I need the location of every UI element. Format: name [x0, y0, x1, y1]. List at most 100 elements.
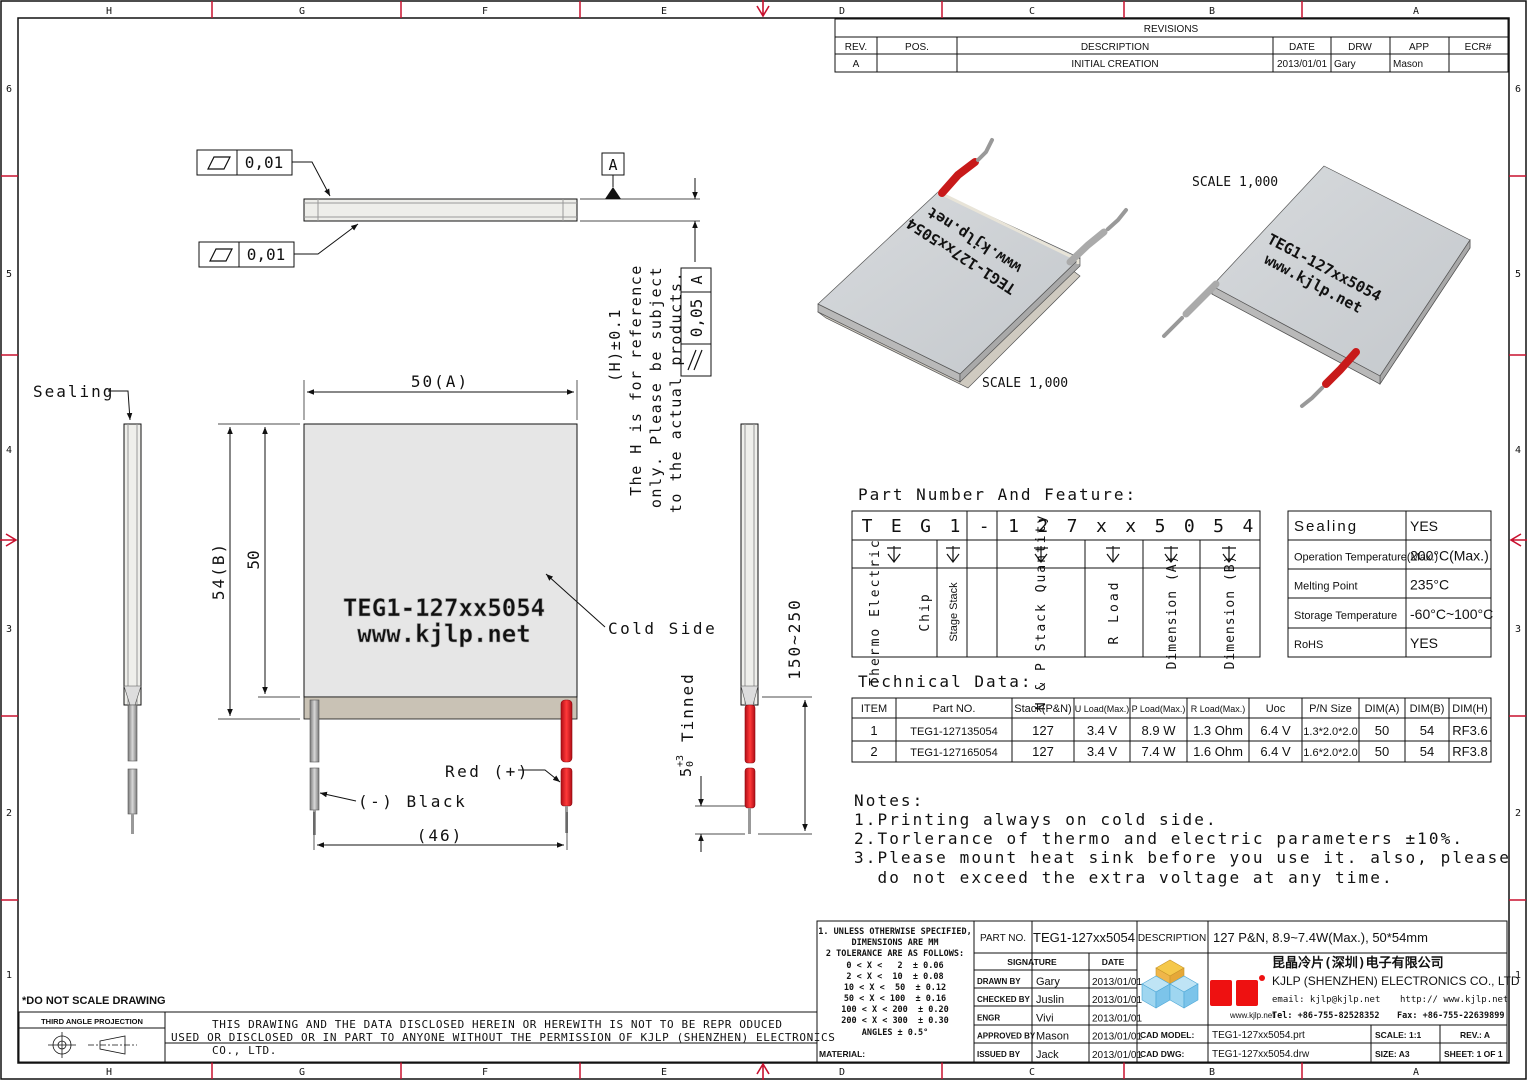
- side-view-top: 0,01 0,01 A 0,05 A: [196, 149, 712, 513]
- border-col-top: G: [299, 6, 305, 17]
- revisions-cell: INITIAL CREATION: [1071, 59, 1158, 70]
- revisions-header: DRW: [1348, 42, 1372, 53]
- dim-tinned-c: 0: [685, 761, 696, 767]
- svg-text:200 < X < 300 ± 0.30: 200 < X < 300 ± 0.30: [841, 1016, 948, 1026]
- border-col-top: C: [1029, 6, 1035, 17]
- border-col-top: E: [661, 6, 667, 17]
- revisions-header: APP: [1409, 42, 1429, 53]
- sign-name: Gary: [1036, 976, 1060, 988]
- border-col-bottom: H: [106, 1067, 112, 1078]
- border-col-bottom: E: [661, 1067, 667, 1078]
- part-number-title: Part Number And Feature:: [858, 485, 1137, 504]
- technical-cell: RF3.6: [1452, 723, 1487, 738]
- revisions-header: ECR#: [1465, 42, 1492, 53]
- company-cn: 昆晶冷片(深圳)电子有限公司: [1272, 955, 1444, 971]
- part-number-char: 5: [1155, 516, 1166, 537]
- sign-date: 2013/01/01: [1092, 1050, 1142, 1061]
- part-number-char: E: [891, 516, 902, 537]
- date-header: DATE: [1102, 957, 1125, 967]
- svg-text:Dimension (B): Dimension (B): [1223, 555, 1238, 670]
- scale-label: SCALE: 1:1: [1375, 1030, 1422, 1040]
- border-col-bottom: F: [482, 1067, 488, 1078]
- technical-cell: 54: [1420, 723, 1434, 738]
- part-number-char: 1: [949, 516, 960, 537]
- part-number-char: -: [979, 516, 990, 537]
- feature-name: RoHS: [1294, 639, 1323, 651]
- company-email: email: kjlp@kjlp.net: [1272, 995, 1380, 1005]
- revisions-title: REVISIONS: [1144, 24, 1199, 35]
- flatness-frame-bottom: 0,01: [198, 223, 359, 268]
- parallel-tol: 0,05: [687, 299, 706, 338]
- border-col-top: F: [482, 6, 488, 17]
- part-number-char: 7: [1067, 516, 1078, 537]
- border-row-right: 1: [1515, 970, 1521, 981]
- feature-name: Storage Temperature: [1294, 610, 1397, 622]
- technical-cell: 2: [870, 744, 877, 759]
- svg-text:DIMENSIONS ARE MM: DIMENSIONS ARE MM: [852, 938, 939, 948]
- border-col-bottom: C: [1029, 1067, 1035, 1078]
- note-1: 1.Printing always on cold side.: [854, 810, 1218, 829]
- svg-text:Stage Stack: Stage Stack: [948, 582, 960, 642]
- parallel-ref: A: [688, 275, 706, 284]
- technical-cell: 50: [1375, 723, 1389, 738]
- dim-height: 54(B): [209, 542, 228, 600]
- svg-text:10 < X < 50 ± 0.12: 10 < X < 50 ± 0.12: [844, 983, 946, 993]
- side-view-left: Sealing: [33, 382, 142, 834]
- technical-cell: 6.4 V: [1260, 744, 1291, 759]
- third-angle-projection-icon: [48, 1032, 137, 1058]
- technical-header: Stack(P&N): [1014, 703, 1071, 715]
- border-row-left: 4: [6, 445, 12, 456]
- company-fax: Fax: +86-755-22639899: [1397, 1011, 1504, 1021]
- revisions-cell: Mason: [1393, 59, 1423, 70]
- technical-cell: 1: [870, 723, 877, 738]
- projection-label: THIRD ANGLE PROJECTION: [41, 1017, 143, 1026]
- feature-value: YES: [1410, 635, 1438, 651]
- border-row-left: 1: [6, 970, 12, 981]
- technical-cell: 3.4 V: [1087, 723, 1118, 738]
- border-row-left: 2: [6, 808, 12, 819]
- revisions-header: POS.: [905, 42, 929, 53]
- flatness-value-bottom: 0,01: [247, 245, 286, 264]
- sign-role: ISSUED BY: [977, 1050, 1021, 1059]
- border-col-top: D: [839, 6, 845, 17]
- revisions-header: DESCRIPTION: [1081, 42, 1149, 53]
- dim-tinned-b: +3: [675, 755, 686, 767]
- datum-a-label: A: [608, 156, 617, 174]
- svg-text:only. Please be subject: only. Please be subject: [647, 266, 665, 508]
- notes: Notes: 1.Printing always on cold side. 2…: [854, 791, 1509, 887]
- sign-role: CHECKED BY: [977, 995, 1031, 1004]
- technical-cell: 1.3*2.0*2.0: [1303, 726, 1357, 738]
- border-row-left: 6: [6, 84, 12, 95]
- border-col-bottom: A: [1413, 1067, 1419, 1078]
- size-label: SIZE: A3: [1375, 1049, 1410, 1059]
- technical-cell: RF3.8: [1452, 744, 1487, 759]
- technical-table: [851, 697, 1492, 763]
- note-4: do not exceed the extra voltage at any t…: [854, 868, 1394, 887]
- technical-cell: 8.9 W: [1142, 723, 1177, 738]
- red-lead-label: Red (+): [445, 762, 530, 781]
- part-no-value: TEG1-127xx5054: [1033, 930, 1135, 945]
- part-number-char: 4: [1242, 516, 1253, 537]
- sign-name: Mason: [1036, 1031, 1069, 1043]
- border-row-right: 3: [1515, 624, 1521, 635]
- parallel-frame: 0,05 A: [680, 267, 712, 377]
- flatness-frame-top: 0,01: [196, 149, 331, 197]
- company-tel: Tel: +86-755-82528352: [1272, 1011, 1379, 1021]
- border-row-right: 6: [1515, 84, 1521, 95]
- description-value: 127 P&N, 8.9~7.4W(Max.), 50*54mm: [1213, 930, 1428, 945]
- svg-text:Thermo Electric: Thermo Electric: [868, 538, 883, 685]
- border-row-right: 4: [1515, 445, 1521, 456]
- logo-web: www.kjlp.net: [1229, 1011, 1275, 1020]
- company-http: http:// www.kjlp.net: [1400, 995, 1508, 1005]
- black-lead-label: (-) Black: [358, 792, 467, 811]
- revisions-header: REV.: [845, 42, 867, 53]
- technical-header: U Load(Max.): [1075, 704, 1130, 714]
- feature-name: Melting Point: [1294, 581, 1358, 593]
- cad-dwg-label: CAD DWG:: [1140, 1049, 1185, 1059]
- revisions-cell: Gary: [1334, 59, 1356, 70]
- svg-text:THIS DRAWING AND THE DATA DISC: THIS DRAWING AND THE DATA DISCLOSED HERE…: [212, 1018, 783, 1031]
- technical-cell: 1.6 Ohm: [1193, 744, 1243, 759]
